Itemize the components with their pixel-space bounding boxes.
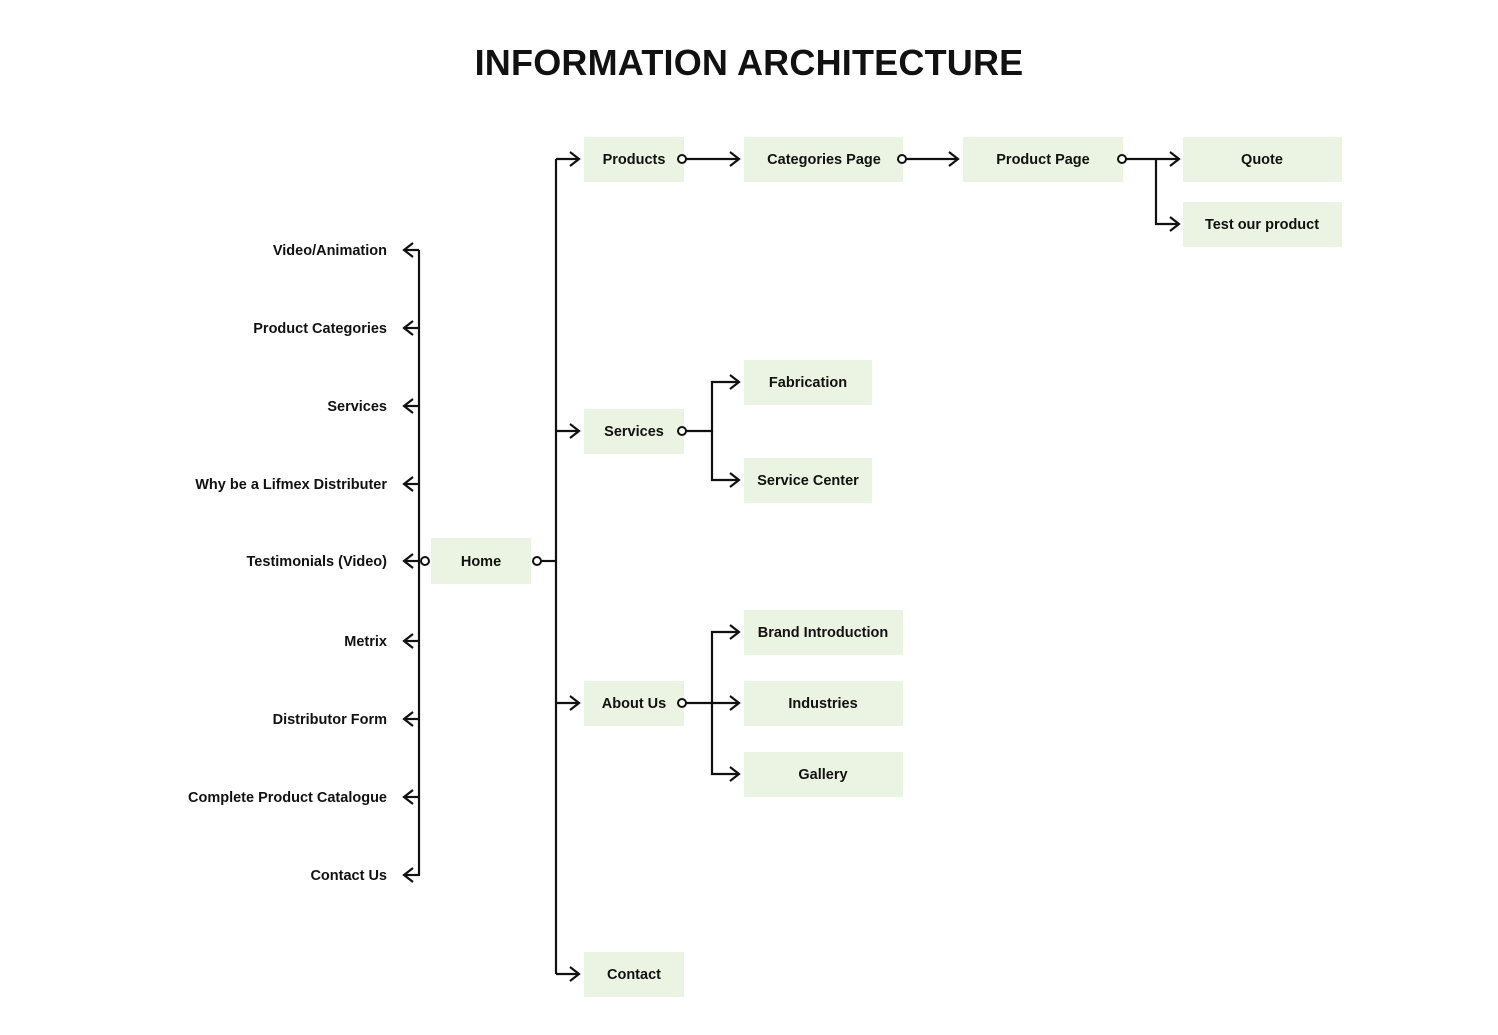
node-service-center-label: Service Center bbox=[757, 473, 859, 489]
node-product-page-label: Product Page bbox=[996, 152, 1089, 168]
page-title: INFORMATION ARCHITECTURE bbox=[474, 42, 1024, 83]
node-products-label: Products bbox=[603, 152, 666, 168]
node-quote-label: Quote bbox=[1241, 152, 1283, 168]
home-left-connector-dot bbox=[420, 556, 430, 566]
homepage-sections-group: Video/Animation Product Categories Servi… bbox=[188, 242, 421, 884]
edge-about-us-to-gallery bbox=[710, 703, 741, 782]
node-product-page[interactable]: Product Page bbox=[963, 137, 1127, 182]
node-test-our-product-box[interactable] bbox=[1183, 202, 1342, 247]
node-test-our-product[interactable]: Test our product bbox=[1183, 202, 1342, 247]
node-contact-box[interactable] bbox=[584, 952, 684, 997]
edge-product-page-to-test-our-product bbox=[1154, 159, 1181, 232]
edge-product-page-to-quote bbox=[1126, 151, 1181, 167]
edge-home-to-testimonials-video bbox=[402, 553, 419, 569]
products-connector-dot bbox=[677, 154, 687, 164]
node-home-box[interactable] bbox=[431, 538, 531, 584]
product-page-connector-dot bbox=[1117, 154, 1127, 164]
services-connector-dot bbox=[677, 426, 687, 436]
node-services-box[interactable] bbox=[584, 409, 684, 454]
node-test-our-product-label: Test our product bbox=[1205, 217, 1319, 233]
node-service-center-box[interactable] bbox=[744, 458, 872, 503]
node-gallery[interactable]: Gallery bbox=[744, 752, 903, 797]
section-label-video-animation: Video/Animation bbox=[273, 243, 387, 259]
node-categories-page[interactable]: Categories Page bbox=[744, 137, 907, 182]
section-label-distributor-form: Distributor Form bbox=[273, 712, 387, 728]
section-label-contact-us: Contact Us bbox=[310, 868, 387, 884]
edge-products-to-categories-page bbox=[686, 151, 741, 167]
edge-home-to-contact-us bbox=[402, 867, 419, 883]
edge-home-to-distributor-form bbox=[402, 711, 419, 727]
node-fabrication-box[interactable] bbox=[744, 360, 872, 405]
node-service-center[interactable]: Service Center bbox=[744, 458, 872, 503]
edge-home-to-services bbox=[556, 423, 581, 439]
node-brand-introduction-box[interactable] bbox=[744, 610, 903, 655]
node-product-page-box[interactable] bbox=[963, 137, 1123, 182]
node-services[interactable]: Services bbox=[584, 409, 687, 454]
about-us-connector-dot bbox=[677, 698, 687, 708]
node-industries-box[interactable] bbox=[744, 681, 903, 726]
edge-home-to-product-categories bbox=[402, 320, 419, 336]
edge-home-to-why-be-a-lifmex-distributer bbox=[402, 476, 419, 492]
node-industries-label: Industries bbox=[788, 696, 857, 712]
home-right-connector-dot bbox=[532, 556, 542, 566]
edge-home-to-about-us bbox=[556, 695, 581, 711]
node-quote-box[interactable] bbox=[1183, 137, 1342, 182]
section-label-why-be-a-lifmex-distributer: Why be a Lifmex Distributer bbox=[195, 477, 387, 493]
section-label-services: Services bbox=[327, 399, 387, 415]
edge-home-to-contact bbox=[556, 966, 581, 982]
node-industries[interactable]: Industries bbox=[744, 681, 903, 726]
section-label-metrix: Metrix bbox=[344, 634, 387, 650]
node-gallery-label: Gallery bbox=[798, 767, 847, 783]
node-about-us-label: About Us bbox=[602, 696, 666, 712]
edge-categories-page-to-product-page bbox=[906, 151, 960, 167]
edge-home-to-video-animation bbox=[402, 242, 419, 258]
node-brand-introduction-label: Brand Introduction bbox=[758, 625, 889, 641]
section-label-product-categories: Product Categories bbox=[253, 321, 387, 337]
node-contact-label: Contact bbox=[607, 967, 661, 983]
node-categories-page-label: Categories Page bbox=[767, 152, 881, 168]
node-brand-introduction[interactable]: Brand Introduction bbox=[744, 610, 903, 655]
node-about-us[interactable]: About Us bbox=[584, 681, 687, 726]
categories-page-connector-dot bbox=[897, 154, 907, 164]
node-contact[interactable]: Contact bbox=[584, 952, 684, 997]
edge-home-to-complete-product-catalogue bbox=[402, 789, 419, 805]
node-about-us-box[interactable] bbox=[584, 681, 684, 726]
node-quote[interactable]: Quote bbox=[1183, 137, 1342, 182]
node-services-label: Services bbox=[604, 424, 664, 440]
edge-home-to-services-section bbox=[402, 398, 419, 414]
edge-services-to-service-center bbox=[710, 431, 741, 488]
node-categories-page-box[interactable] bbox=[744, 137, 903, 182]
section-label-testimonials-video: Testimonials (Video) bbox=[247, 554, 388, 570]
node-home-label: Home bbox=[461, 554, 501, 570]
section-label-complete-product-catalogue: Complete Product Catalogue bbox=[188, 790, 387, 806]
node-products[interactable]: Products bbox=[584, 137, 687, 182]
edge-about-us-to-brand-introduction bbox=[686, 624, 741, 705]
node-products-box[interactable] bbox=[584, 137, 684, 182]
edge-services-to-fabrication bbox=[686, 374, 741, 433]
node-gallery-box[interactable] bbox=[744, 752, 903, 797]
edge-about-us-to-industries bbox=[712, 695, 741, 711]
edge-home-to-products bbox=[556, 151, 581, 167]
edge-home-to-metrix bbox=[402, 633, 419, 649]
node-home[interactable]: Home bbox=[420, 538, 556, 584]
node-fabrication-label: Fabrication bbox=[769, 375, 847, 391]
node-fabrication[interactable]: Fabrication bbox=[744, 360, 872, 405]
